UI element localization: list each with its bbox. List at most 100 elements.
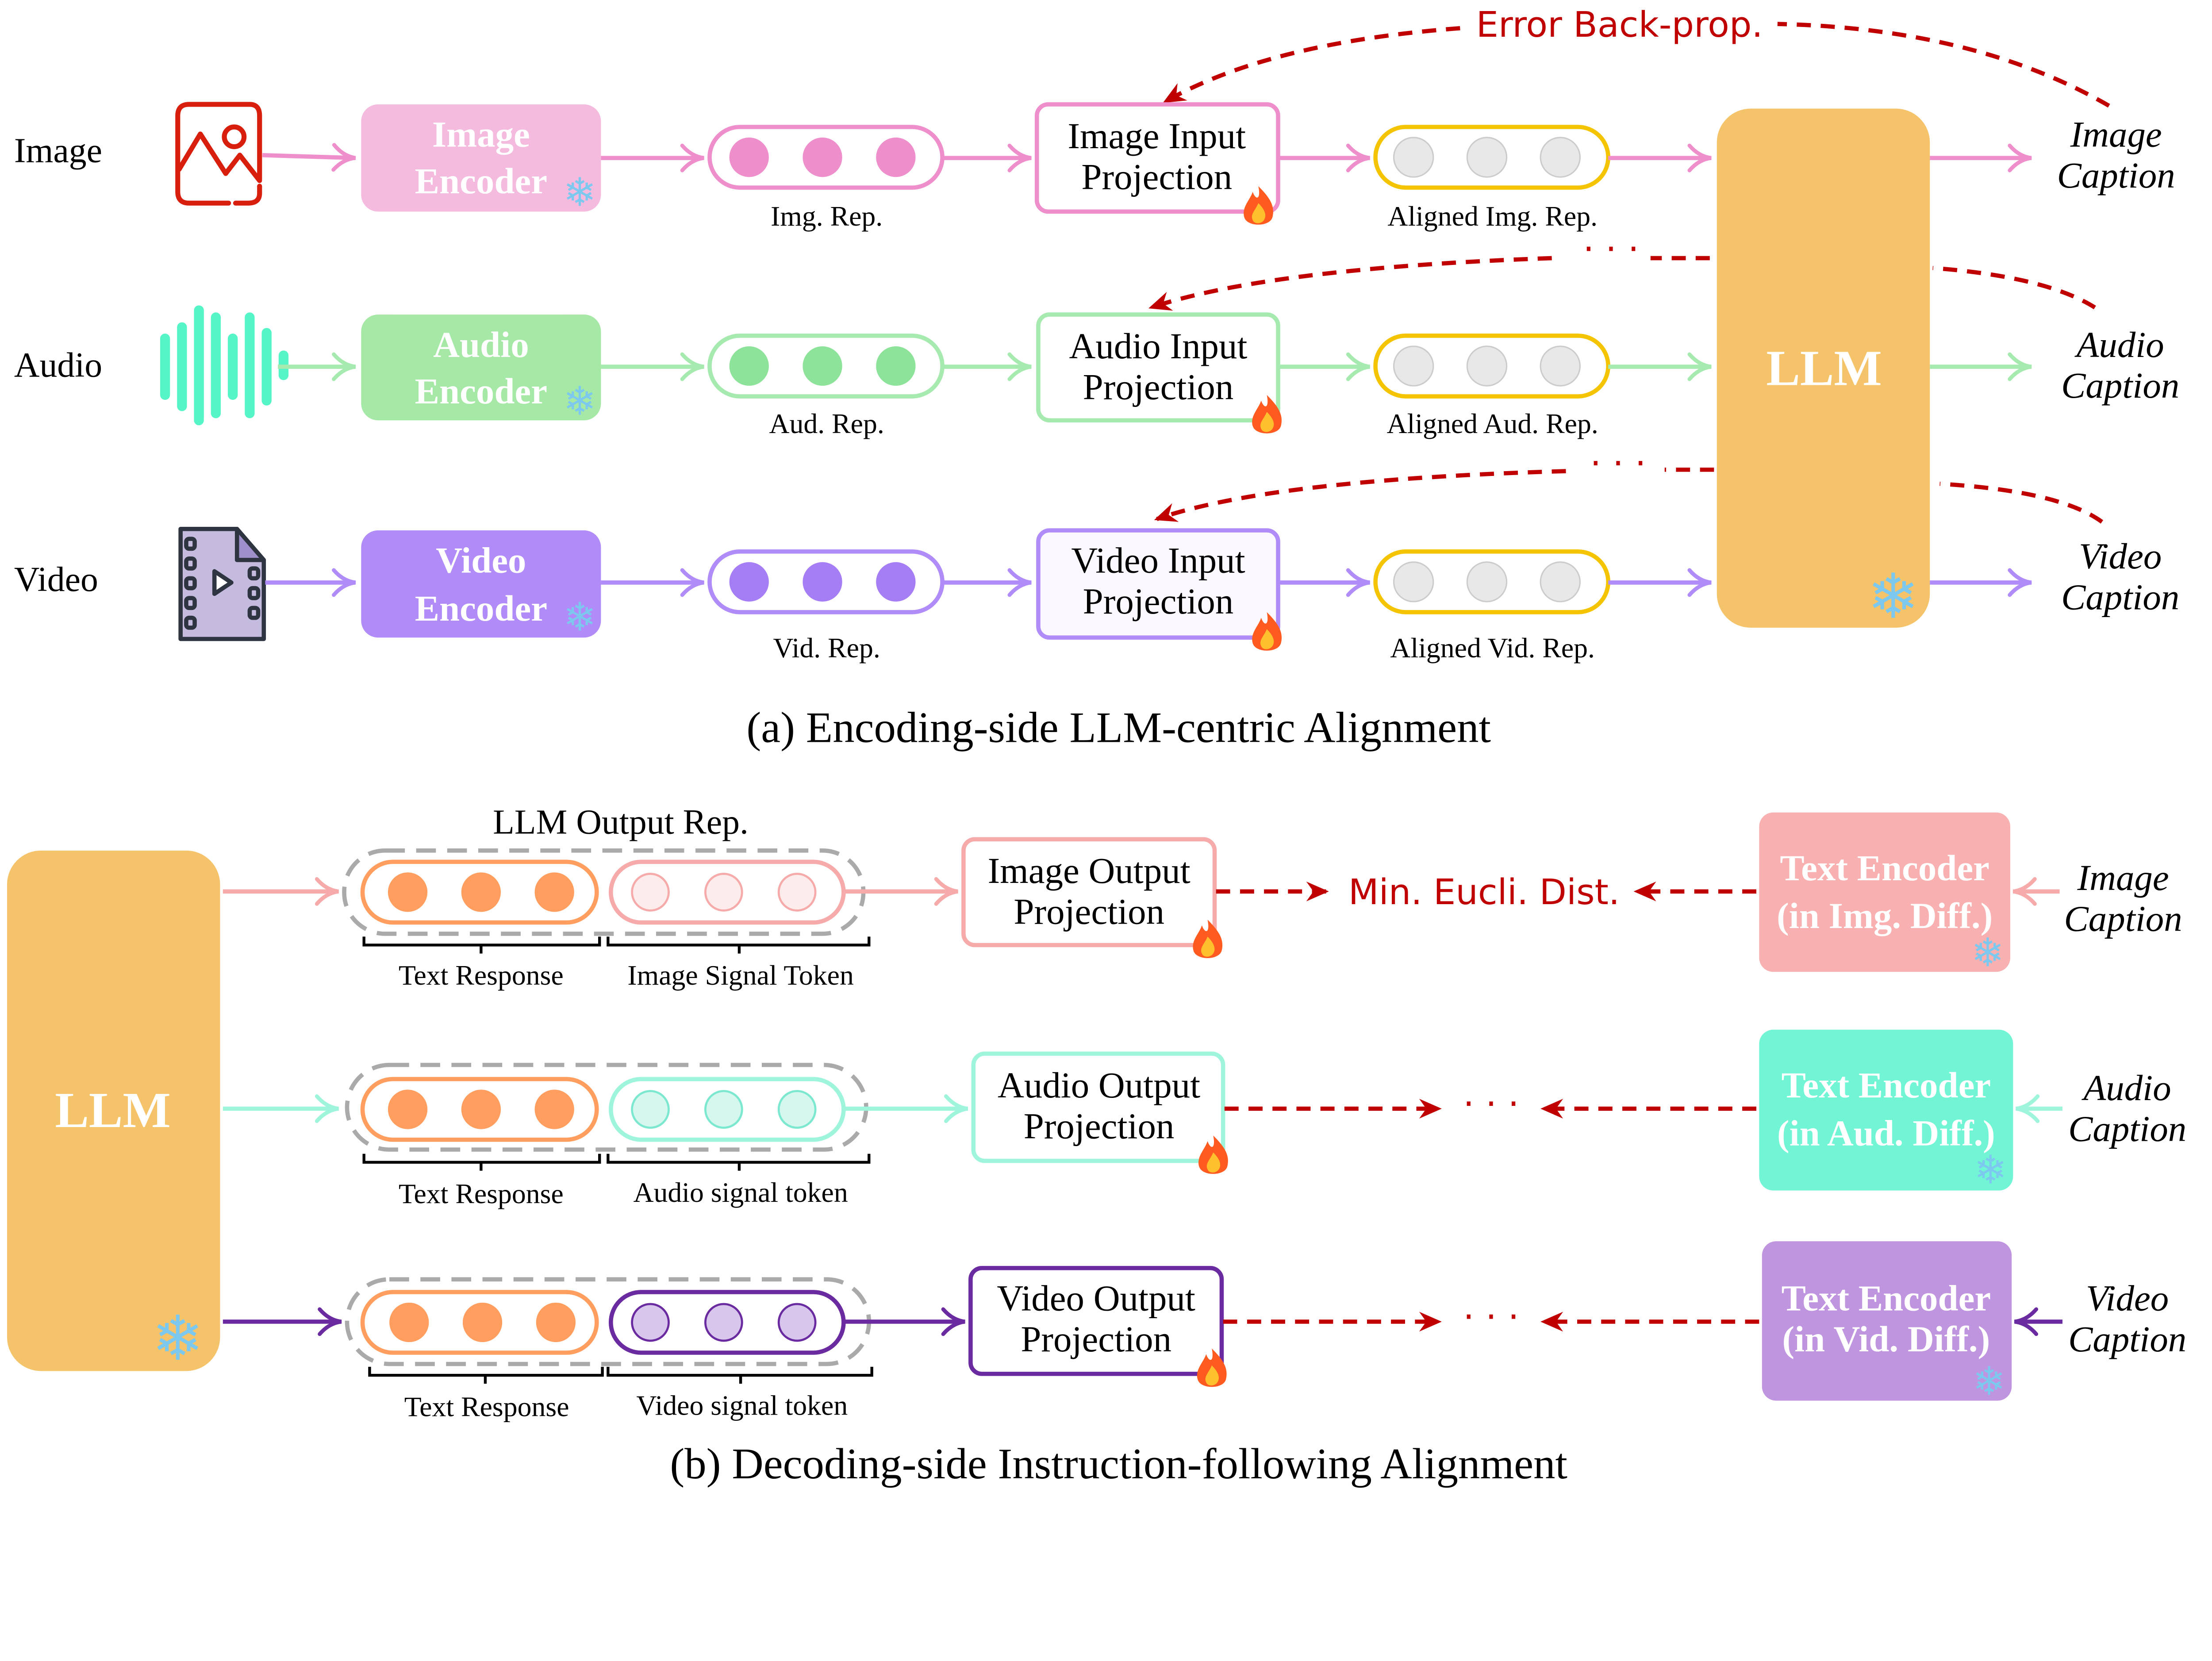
- video-output-projection: [968, 1266, 1224, 1376]
- signal-token-label: Video signal token: [636, 1389, 848, 1421]
- brace: [362, 936, 871, 954]
- token: [461, 1089, 501, 1129]
- text-response-label: Text Response: [399, 1178, 564, 1209]
- text-encoder-label: (in Aud. Diff.): [1777, 1112, 1995, 1153]
- image-input-projection: [1034, 102, 1280, 214]
- llm-block-encoding: [1717, 108, 1930, 628]
- projection-label: Projection: [1014, 891, 1164, 932]
- diagram: Error Back-prop. · · · · · · LLM ❄ Image…: [7, 4, 2186, 1488]
- encoding-row-audio: Audio Audio Encoder ❄ Aud. Rep. Audio In…: [14, 305, 2179, 439]
- text-encoder-image-diffusion: [1759, 812, 2010, 972]
- token: [631, 1090, 670, 1129]
- ellipsis-video: · · ·: [1590, 443, 1646, 484]
- token: [729, 137, 769, 177]
- encoding-caption: (a) Encoding-side LLM-centric Alignment: [746, 703, 1491, 752]
- encoder-label: Video: [436, 540, 526, 581]
- token: [876, 346, 916, 386]
- token: [388, 1089, 428, 1129]
- error-backprop-arrow-audio: [1151, 256, 2096, 308]
- projection-label: Projection: [1021, 1319, 1171, 1359]
- decoding-row-video: Text Response Video signal token Video O…: [223, 1241, 2186, 1423]
- token: [803, 562, 842, 602]
- token: [1466, 137, 1508, 178]
- llm-output-rep-label: LLM Output Rep.: [493, 803, 749, 842]
- input-label: Caption: [2068, 1109, 2186, 1149]
- token: [1466, 561, 1508, 602]
- brace: [368, 1366, 873, 1384]
- token: [1540, 561, 1581, 602]
- token: [1393, 345, 1434, 387]
- token: [876, 137, 916, 177]
- llm-label-decoding: LLM: [55, 1082, 170, 1138]
- projection-label: Image Input: [1068, 115, 1246, 156]
- token: [729, 562, 769, 602]
- input-label: Video: [2086, 1277, 2169, 1318]
- aligned-label: Aligned Img. Rep.: [1387, 200, 1598, 232]
- rep-label: Img. Rep.: [771, 200, 883, 232]
- input-label: Image: [2077, 857, 2169, 898]
- text-response-label: Text Response: [399, 959, 564, 991]
- token: [1540, 137, 1581, 178]
- token: [1393, 561, 1434, 602]
- audio-output-projection: [971, 1051, 1225, 1163]
- snowflake-icon: ❄: [1973, 1359, 2006, 1405]
- token: [704, 1090, 743, 1129]
- output-label: Image: [2070, 114, 2162, 155]
- token: [534, 872, 574, 912]
- token: [704, 1303, 743, 1342]
- output-label: Audio: [2074, 324, 2164, 365]
- text-encoder-label: Text Encoder: [1782, 1065, 1991, 1105]
- aligned-label: Aligned Aud. Rep.: [1387, 408, 1598, 439]
- text-encoder-label: (in Img. Diff.): [1777, 895, 1993, 936]
- text-encoder-label: Text Encoder: [1782, 1277, 1991, 1318]
- modality-label: Image: [14, 131, 102, 170]
- decoding-row-audio: Text Response Audio signal token Audio O…: [223, 1029, 2186, 1209]
- snowflake-icon: ❄: [563, 170, 596, 216]
- decoding-row-image: Text Response Image Signal Token Image O…: [223, 812, 2182, 991]
- rep-label: Vid. Rep.: [773, 632, 880, 664]
- token: [777, 1303, 817, 1342]
- modality-label: Video: [14, 560, 98, 599]
- token: [803, 346, 842, 386]
- encoding-row-video: Video Video Encoder ❄ Vid. Rep. Video In…: [14, 527, 2179, 664]
- snowflake-icon: ❄: [152, 1303, 204, 1375]
- projection-label: Projection: [1081, 156, 1232, 197]
- encoder-label: Audio: [433, 324, 529, 365]
- sound-wave-icon: [160, 305, 289, 426]
- snowflake-icon: ❄: [1867, 561, 1920, 633]
- audio-input-projection: [1036, 312, 1280, 423]
- image-encoder-box: [361, 104, 601, 212]
- projection-label: Projection: [1083, 581, 1234, 621]
- projection-label: Audio Output: [998, 1065, 1200, 1105]
- token: [729, 346, 769, 386]
- error-backprop-label: Error Back-prop.: [1476, 4, 1763, 45]
- token: [1393, 137, 1434, 178]
- llm-label-encoding: LLM: [1766, 340, 1882, 396]
- text-encoder-label: (in Vid. Diff.): [1782, 1319, 1990, 1359]
- token: [388, 872, 428, 912]
- projection-label: Audio Input: [1069, 326, 1248, 366]
- token: [1466, 345, 1508, 387]
- projection-label: Video Input: [1071, 540, 1245, 581]
- signal-token-label: Audio signal token: [633, 1177, 848, 1208]
- video-file-icon: [178, 527, 266, 641]
- token: [389, 1302, 429, 1343]
- token: [631, 873, 670, 912]
- signal-token-label: Image Signal Token: [627, 959, 853, 991]
- image-file-icon: [175, 102, 262, 206]
- brace: [362, 1154, 871, 1171]
- encoding-row-image: Image Image Encoder ❄ Img. Rep. Image In…: [14, 102, 2175, 232]
- token: [462, 1302, 503, 1343]
- snowflake-icon: ❄: [563, 378, 596, 424]
- output-label: Caption: [2061, 365, 2179, 406]
- token: [631, 1303, 670, 1342]
- video-encoder-box: [361, 530, 601, 638]
- token: [704, 873, 743, 912]
- projection-label: Video Output: [997, 1277, 1195, 1318]
- token: [777, 1090, 817, 1129]
- token: [461, 872, 501, 912]
- projection-label: Image Output: [988, 850, 1190, 891]
- snowflake-icon: ❄: [563, 594, 596, 640]
- token: [777, 873, 817, 912]
- token: [536, 1302, 576, 1343]
